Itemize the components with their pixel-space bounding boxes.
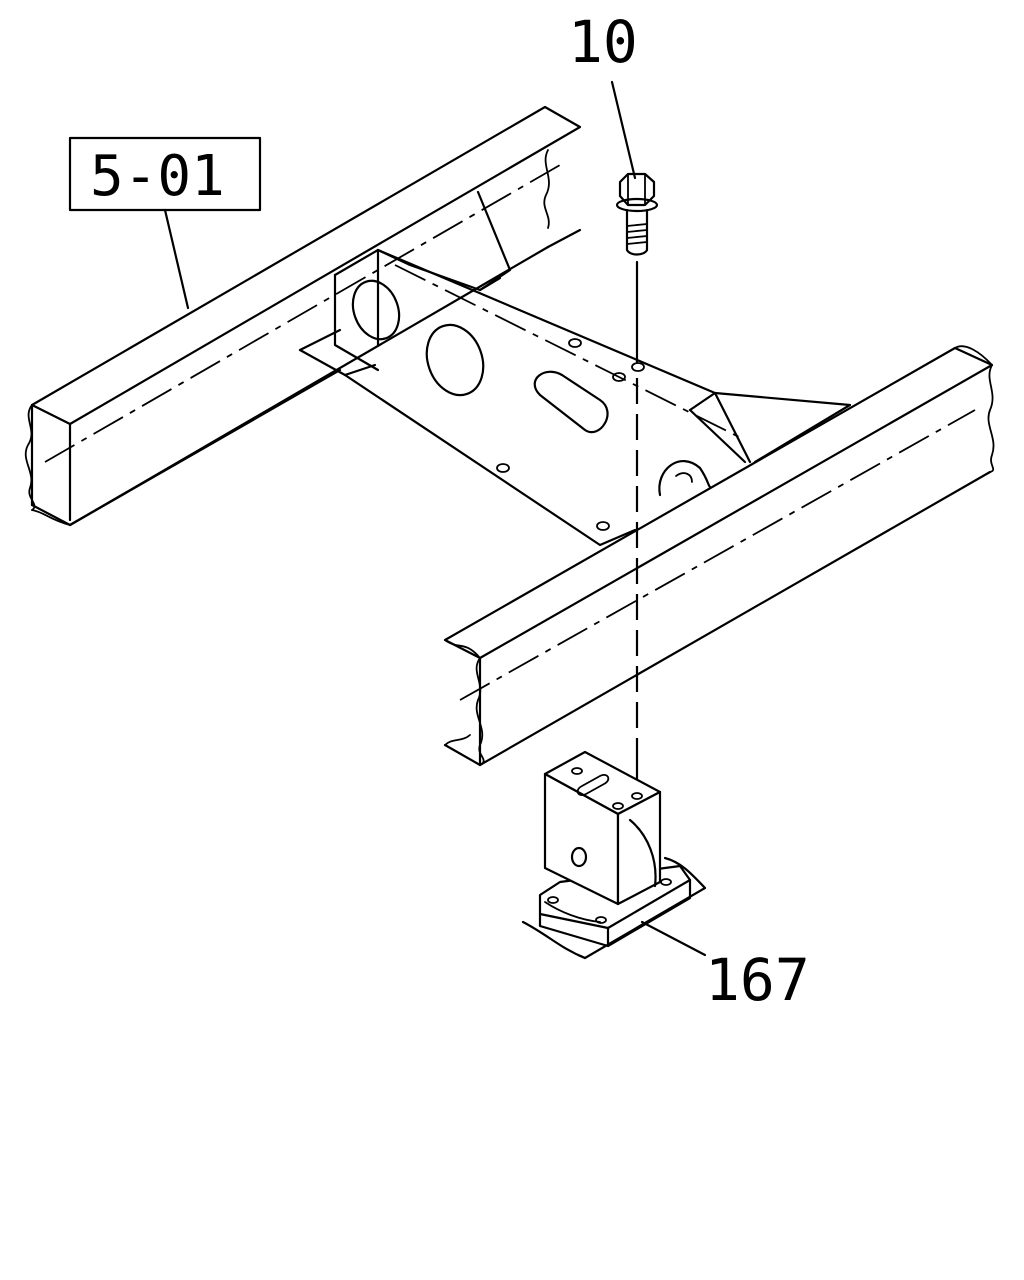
frame-rail-right [443, 345, 995, 767]
leader-line-reference [163, 208, 190, 310]
bracket-part [521, 750, 707, 960]
callout-bolt: 10 [568, 8, 638, 180]
callout-label-bolt: 10 [568, 8, 638, 76]
bolt-part [615, 172, 659, 256]
leader-line-bolt [610, 80, 637, 180]
cross-member [298, 190, 852, 547]
callout-label-reference: 5-01 [90, 144, 225, 209]
leader-line-bracket [640, 920, 707, 957]
callout-label-bracket: 167 [705, 946, 810, 1014]
callout-bracket: 167 [640, 920, 810, 1014]
callout-reference: 5-01 [68, 136, 262, 310]
frame-rail-left [24, 105, 582, 527]
